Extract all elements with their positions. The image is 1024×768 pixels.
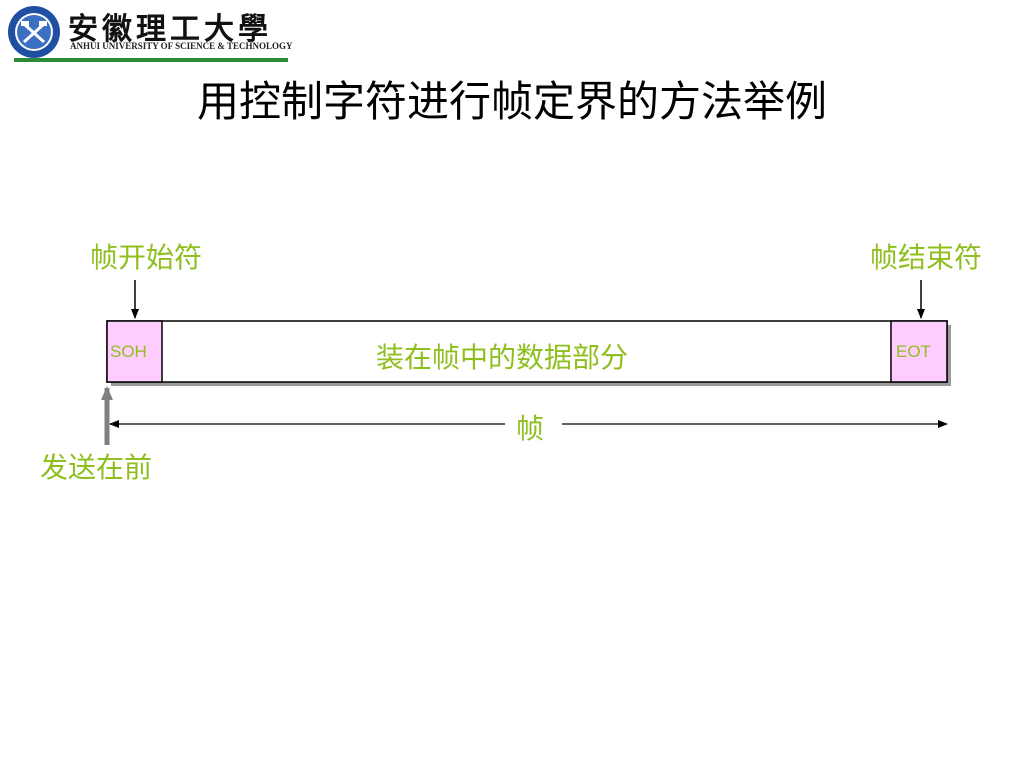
- send-first-label: 发送在前: [40, 451, 153, 484]
- frame-body: [106, 320, 948, 383]
- eot-field: [890, 320, 948, 383]
- university-name-en: ANHUI UNIVERSITY OF SCIENCE & TECHNOLOGY: [70, 41, 293, 51]
- frame-end-label: 帧结束符: [870, 241, 983, 274]
- university-name-cn: 安徽理工大學: [68, 12, 272, 47]
- header-divider: [14, 58, 288, 62]
- data-part-label: 装在帧中的数据部分: [376, 341, 629, 374]
- university-emblem-icon: [8, 6, 60, 58]
- eot-label: EOT: [896, 342, 931, 361]
- slide-title: 用控制字符进行帧定界的方法举例: [196, 77, 827, 126]
- header: 安徽理工大學 ANHUI UNIVERSITY OF SCIENCE & TEC…: [0, 0, 1024, 64]
- soh-field: [106, 320, 163, 383]
- frame-label: 帧: [516, 412, 545, 445]
- soh-label: SOH: [110, 342, 147, 361]
- frame-start-label: 帧开始符: [90, 241, 203, 274]
